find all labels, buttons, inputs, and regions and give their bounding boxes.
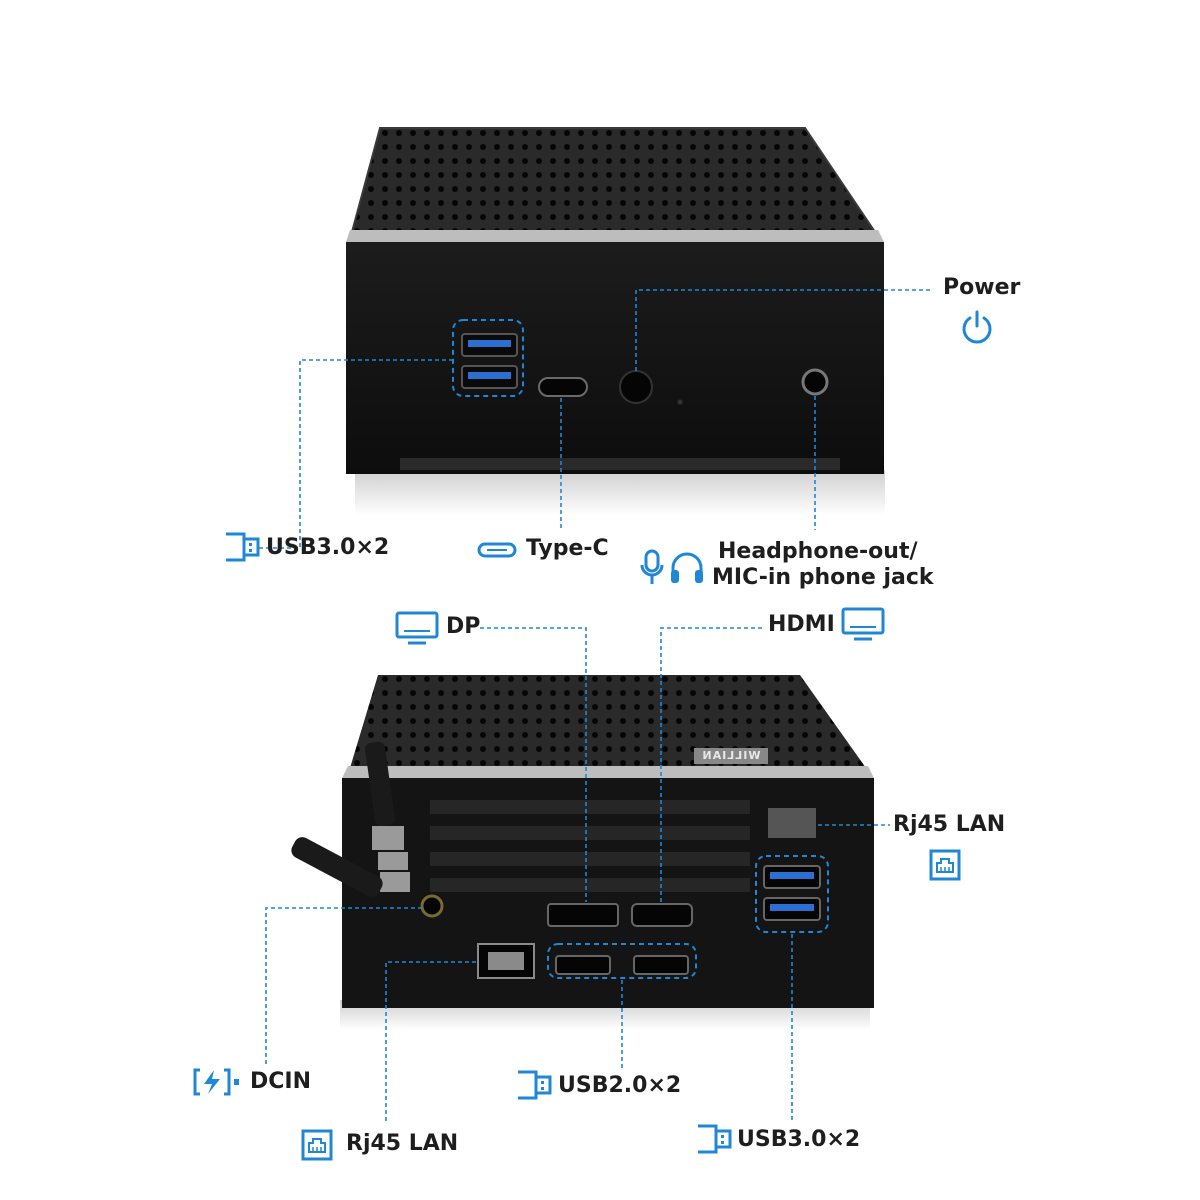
rear-device-lid (350, 675, 866, 768)
rear-usb3-group (755, 855, 829, 933)
rear-hdmi-port (631, 903, 693, 927)
rj45-right-label: Rj45 LAN (893, 812, 1006, 837)
lan-icon (929, 849, 961, 881)
antenna-vertical (365, 741, 395, 827)
headphone-label-line2: MIC-in phone jack (712, 565, 934, 590)
usb30-back-label: USB3.0×2 (737, 1127, 861, 1152)
dp-label: DP (446, 614, 481, 639)
usb-icon (698, 1124, 732, 1154)
antenna-angled (291, 837, 383, 897)
dc-power-icon (193, 1068, 239, 1096)
dcin-label: DCIN (250, 1069, 312, 1094)
headphone-label-line1: Headphone-out/ (718, 539, 918, 564)
monitor-icon (841, 607, 885, 641)
front-device-lid (352, 128, 875, 232)
usb-icon (518, 1070, 552, 1100)
monitor-icon (395, 611, 439, 645)
power-icon (962, 310, 992, 344)
rj45-bottom-label: Rj45 LAN (346, 1131, 459, 1156)
front-audio-jack (801, 368, 829, 396)
front-device-shadow (355, 470, 885, 515)
usb20-label: USB2.0×2 (558, 1073, 682, 1098)
front-device-face (346, 242, 884, 474)
front-device-edge (346, 230, 884, 242)
typec-label: Type-C (526, 536, 609, 561)
front-typec-port (538, 377, 588, 397)
usb-icon (226, 532, 260, 562)
rear-usb2-port-1 (555, 955, 611, 975)
hdmi-label: HDMI (768, 612, 835, 637)
usb30-front-label: USB3.0×2 (266, 535, 390, 560)
headphone-icon (671, 552, 703, 583)
microphone-icon (640, 549, 664, 584)
typec-icon (477, 542, 517, 558)
rear-dc-jack (420, 894, 444, 918)
power-label: Power (943, 275, 1021, 300)
brand-badge-text: WILLIAN (701, 749, 761, 762)
front-power-button (619, 370, 653, 404)
rear-usb2-port-2 (633, 955, 689, 975)
rear-rj45-port-right (768, 808, 816, 838)
rear-dp-port (547, 903, 619, 927)
lan-icon (301, 1129, 333, 1161)
front-device (258, 127, 932, 549)
rear-device (265, 627, 890, 1124)
